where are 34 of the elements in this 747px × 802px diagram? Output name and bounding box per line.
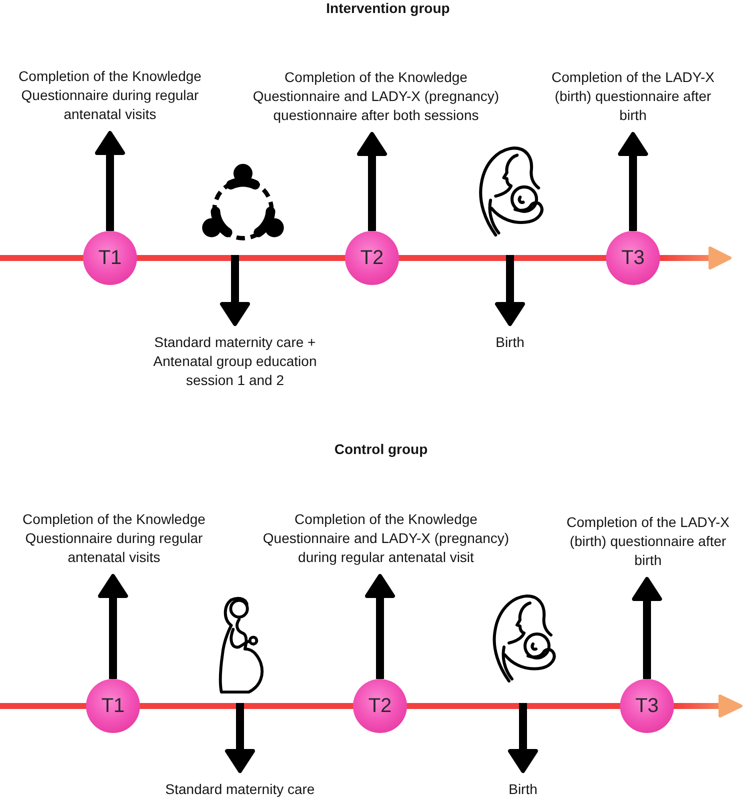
timepoint-label: T1	[98, 247, 122, 269]
event-text: Completion of the Knowledge Questionnaire and LADY-X (pregnancy) questionnaire after both sessions	[245, 68, 507, 133]
arrow	[365, 574, 395, 679]
timepoint-circle	[620, 679, 674, 733]
arrow	[220, 255, 250, 326]
timepoint-label: T3	[621, 247, 645, 269]
arrow	[495, 255, 525, 326]
event-text: Completion of the Knowledge Questionnaire during regular antenatal visits	[12, 510, 216, 575]
timepoint-circle	[83, 231, 137, 285]
timepoint-label: T2	[368, 695, 392, 717]
timepoint-label: T1	[101, 695, 125, 717]
event-text: Completion of the LADY-X (birth) questionnaire after birth	[562, 513, 734, 578]
timepoint-circle	[606, 231, 660, 285]
arrow	[618, 132, 648, 231]
timepoint-circle	[345, 231, 399, 285]
event-text: Standard maternity care + Antenatal group education session 1 and 2	[148, 325, 322, 390]
event-text: Completion of the Knowledge Questionnaire and LADY-X (pregnancy) during regular antenatal visit	[255, 510, 517, 575]
event-text: Birth	[508, 772, 538, 799]
event-text: Completion of the LADY-X (birth) questionnaire after birth	[547, 68, 719, 133]
arrow	[357, 132, 387, 231]
event-text: Completion of the Knowledge Questionnaire during regular antenatal visits	[8, 67, 212, 132]
timepoint-label: T2	[360, 247, 384, 269]
arrow	[95, 131, 125, 231]
event-text: Birth	[496, 325, 524, 352]
section-heading: Intervention group	[326, 0, 450, 16]
section-heading: Control group	[334, 441, 428, 457]
arrow	[632, 577, 662, 679]
timepoint-circle	[86, 679, 140, 733]
arrow	[508, 703, 538, 773]
event-text: Standard maternity care	[165, 772, 315, 799]
arrow	[225, 703, 255, 773]
arrow	[98, 574, 128, 679]
timepoint-label: T3	[635, 695, 659, 717]
timepoint-circle	[353, 679, 407, 733]
